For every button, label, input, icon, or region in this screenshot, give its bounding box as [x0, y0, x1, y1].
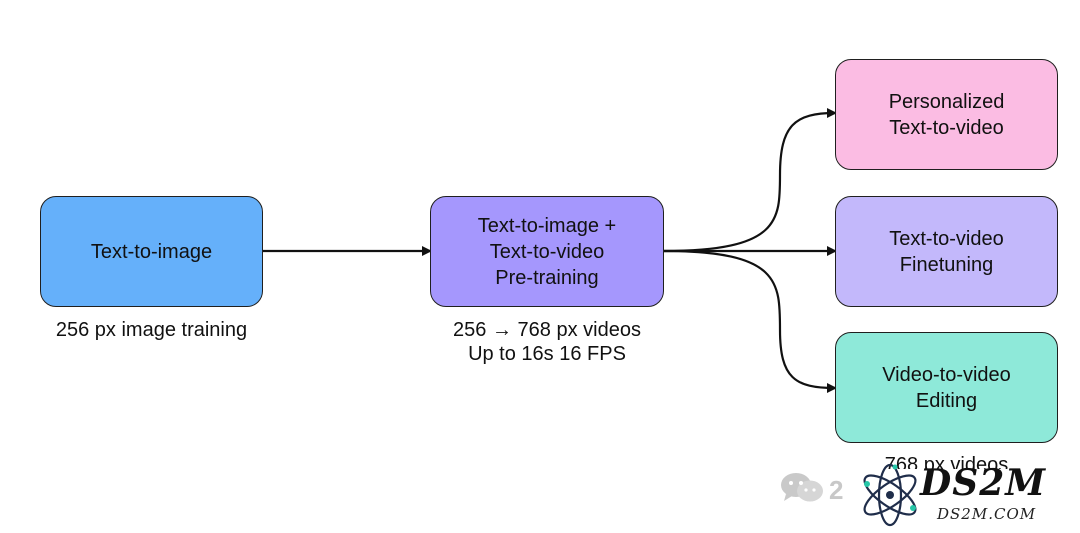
watermark-partial-text: 2 [829, 475, 844, 505]
finetuning-box: Text-to-video Finetuning [835, 196, 1058, 307]
wechat-icon [781, 473, 823, 502]
editing-caption: 768 px videos [835, 453, 1058, 469]
box-label-line: Video-to-video [882, 363, 1011, 386]
text-to-image-caption: 256 px image training [30, 318, 273, 342]
box-label-line: Pre-training [495, 266, 599, 289]
box-label-line: Editing [915, 389, 978, 412]
box-label-line: Text-to-video [489, 240, 605, 263]
pretraining-box: Text-to-image + Text-to-video Pre-traini… [430, 196, 664, 307]
watermark-brand: DS2M [920, 462, 1047, 504]
arrow-pretraining-to-editing [663, 249, 837, 393]
atom-logo-icon [863, 463, 917, 527]
editing-box: Video-to-video Editing [835, 332, 1058, 443]
box-label-line: Text-to-image + [477, 214, 617, 237]
box-label-line: Personalized [888, 90, 1005, 113]
caption-line: Up to 16s 16 FPS [468, 343, 626, 365]
personalized-box: Personalized Text-to-video [835, 59, 1058, 170]
text-to-image-box: Text-to-image [40, 196, 263, 307]
box-label-line: Text-to-video [889, 116, 1004, 139]
caption-line: 768 px videos [884, 454, 1009, 469]
caption-line: 256 px image training [55, 319, 248, 341]
box-label-line: Text-to-image [90, 240, 213, 263]
box-label-line: Text-to-video [889, 227, 1004, 250]
arrow-pretraining-to-personalized [663, 108, 837, 253]
caption-line: 256 → 768 px videos [453, 319, 641, 341]
watermark-url: DS2M.COM [937, 505, 1037, 523]
pretraining-caption: 256 → 768 px videos Up to 16s 16 FPS [420, 318, 674, 366]
box-label-line: Finetuning [899, 253, 994, 276]
